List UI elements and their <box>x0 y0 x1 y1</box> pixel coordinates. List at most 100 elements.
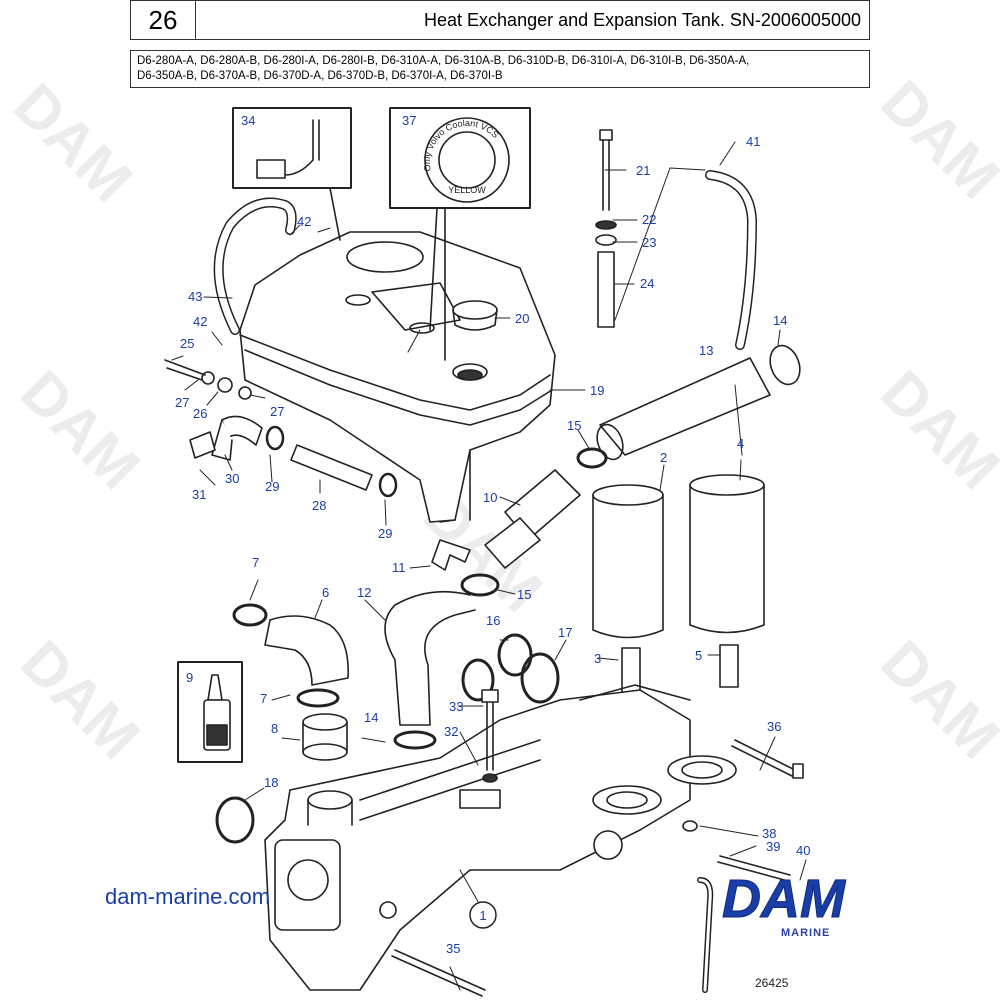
svg-text:DAM: DAM <box>722 869 846 929</box>
hose-clamp <box>232 603 268 627</box>
sealant-inset-box <box>177 661 243 763</box>
o-ring <box>215 796 255 844</box>
callout-17: 17 <box>558 625 572 640</box>
hose-clamp <box>265 425 285 451</box>
callout-29b: 29 <box>378 526 392 541</box>
heat-exchanger <box>264 684 737 991</box>
svg-text:DAM: DAM <box>868 628 1000 772</box>
callout-25: 25 <box>180 336 194 351</box>
level-sensor <box>256 119 341 241</box>
callout-circle-1 <box>469 901 497 929</box>
callout-26: 26 <box>193 406 207 421</box>
callout-32: 32 <box>444 724 458 739</box>
svg-text:DAM: DAM <box>8 358 152 502</box>
callout-39: 39 <box>766 839 780 854</box>
o-ring <box>520 652 560 704</box>
callout-13: 13 <box>699 343 713 358</box>
page-title: Heat Exchanger and Expansion Tank. SN-20… <box>195 0 870 40</box>
callout-4: 4 <box>737 436 744 451</box>
o-ring <box>461 658 495 702</box>
callout-30: 30 <box>225 471 239 486</box>
elbow-hose <box>264 615 349 686</box>
callout-41: 41 <box>746 134 760 149</box>
svg-text:DAM: DAM <box>8 628 152 772</box>
bolt <box>731 739 796 777</box>
svg-text:DAM: DAM <box>868 358 1000 502</box>
bolt <box>486 699 494 771</box>
hose-clamp <box>460 573 500 597</box>
callout-27b: 27 <box>270 404 284 419</box>
dam-logo: DAM <box>722 869 847 930</box>
coolant-pipe <box>596 344 801 461</box>
callout-23: 23 <box>642 235 656 250</box>
mounting-bolt-stack <box>595 129 617 328</box>
callout-33: 33 <box>449 699 463 714</box>
website-link[interactable]: dam-marine.com <box>105 884 271 909</box>
callout-27a: 27 <box>175 395 189 410</box>
callout-19: 19 <box>590 383 604 398</box>
banjo-bolt <box>164 359 206 381</box>
leader-41 <box>614 167 706 321</box>
model-list-line-2: D6-350A-B, D6-370A-B, D6-370D-A, D6-370D… <box>137 70 503 82</box>
page-number: 26 <box>130 0 196 40</box>
callout-36: 36 <box>767 719 781 734</box>
callout-40: 40 <box>796 843 810 858</box>
model-list-line-1: D6-280A-A, D6-280A-B, D6-280I-A, D6-280I… <box>137 55 750 67</box>
hose-clamp <box>378 472 398 498</box>
callout-29a: 29 <box>265 479 279 494</box>
threaded-nipple <box>719 644 739 688</box>
callout-14a: 14 <box>773 313 787 328</box>
callout-28: 28 <box>312 498 326 513</box>
hose-connector <box>484 469 581 569</box>
callout-11: 11 <box>392 560 406 575</box>
bolt <box>717 855 791 882</box>
callout-18: 18 <box>264 775 278 790</box>
filter-canister <box>592 484 664 639</box>
filter-canister <box>689 474 765 634</box>
callout-8: 8 <box>271 721 278 736</box>
o-ring <box>497 633 533 677</box>
hose-clamp <box>296 688 340 708</box>
cap-inset-box <box>389 107 531 209</box>
sealant-bottle <box>203 674 231 751</box>
callout-1: 1 <box>479 908 486 923</box>
cap-text-line-2: YELLOW <box>448 185 486 195</box>
sensor-inset-box <box>232 107 352 189</box>
adapter-ring <box>302 713 348 761</box>
callout-20: 20 <box>515 311 529 326</box>
callout-38: 38 <box>762 826 776 841</box>
bracket <box>431 539 471 571</box>
callout-31: 31 <box>192 487 206 502</box>
callout-5: 5 <box>695 648 702 663</box>
callout-42b: 42 <box>193 314 207 329</box>
callout-9: 9 <box>186 670 193 685</box>
callout-37: 37 <box>402 113 416 128</box>
elbow-fitting <box>189 415 263 461</box>
cap-label-detail <box>424 117 510 361</box>
callout-15a: 15 <box>567 418 581 433</box>
hose-clamp <box>393 730 437 750</box>
svg-text:DAM: DAM <box>1 71 145 215</box>
callout-21: 21 <box>636 163 650 178</box>
short-hose <box>290 444 373 491</box>
callout-42a: 42 <box>297 214 311 229</box>
callout-6: 6 <box>322 585 329 600</box>
model-list: D6-280A-A, D6-280A-B, D6-280I-A, D6-280I… <box>130 50 870 88</box>
callout-35: 35 <box>446 941 460 956</box>
leader-lines <box>171 141 807 991</box>
callout-2: 2 <box>660 450 667 465</box>
callout-16: 16 <box>486 613 500 628</box>
callout-3: 3 <box>594 651 601 666</box>
callout-15b: 15 <box>517 587 531 602</box>
callout-22: 22 <box>642 212 656 227</box>
callout-12: 12 <box>357 585 371 600</box>
callout-34: 34 <box>241 113 255 128</box>
callout-14b: 14 <box>364 710 378 725</box>
logo-subtitle: MARINE <box>781 927 831 939</box>
lower-hose <box>384 590 476 726</box>
callout-43: 43 <box>188 289 202 304</box>
bolt <box>391 949 486 997</box>
callout-24: 24 <box>640 276 654 291</box>
figure-number: 26425 <box>755 976 789 990</box>
